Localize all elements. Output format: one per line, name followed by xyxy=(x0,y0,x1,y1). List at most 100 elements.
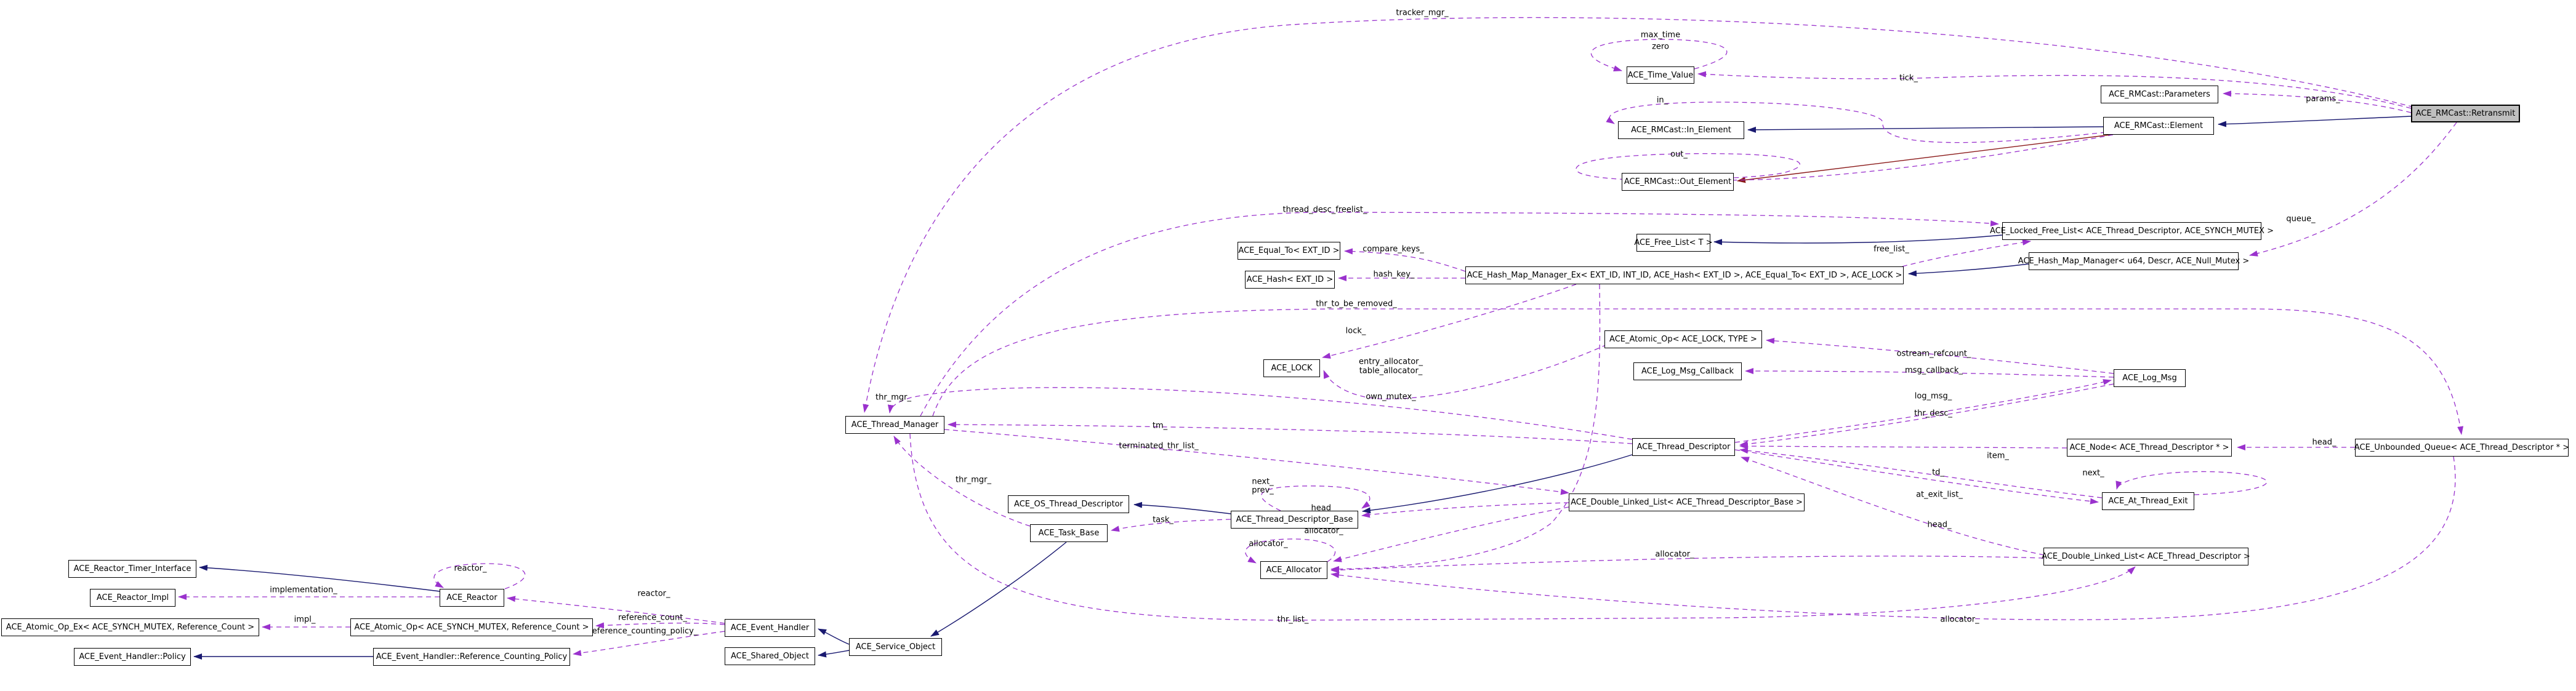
edge-dll_td-to-thread_descriptor-head_ xyxy=(1741,457,2045,556)
node-log_msg[interactable]: ACE_Log_Msg xyxy=(2114,369,2186,387)
edge-label-free_list_: free_list_ xyxy=(1874,244,1909,254)
node-thread_manager[interactable]: ACE_Thread_Manager xyxy=(845,416,944,434)
edge-label-head_: head_ xyxy=(2312,437,2337,447)
node-reactor[interactable]: ACE_Reactor xyxy=(440,589,504,607)
node-unbounded_queue[interactable]: ACE_Unbounded_Queue< ACE_Thread_Descript… xyxy=(2354,439,2569,457)
edge-label-reactor_: reactor_ xyxy=(637,589,670,599)
edge-label-table_allocator_: table_allocator_ xyxy=(1359,366,1423,376)
edge-label-zero: zero xyxy=(1652,42,1669,52)
edge-at_thread_exit-to-at_thread_exit-next_ xyxy=(2115,471,2268,495)
edge-dll_td-to-allocator-allocator_ xyxy=(1330,556,2044,573)
edge-label-thread_desc_freelist_: thread_desc_freelist_ xyxy=(1282,205,1367,215)
node-hash_map_manager_u64[interactable]: ACE_Hash_Map_Manager< u64, Descr, ACE_Nu… xyxy=(2018,252,2249,270)
edge-label-thr_list_: thr_list_ xyxy=(1277,615,1309,625)
edge-thread_descriptor-to-thread_manager-tm_ xyxy=(948,421,1633,444)
node-hash[interactable]: ACE_Hash< EXT_ID > xyxy=(1245,271,1335,289)
edge-label-tm_: tm_ xyxy=(1152,421,1168,431)
node-atomic_op_lock[interactable]: ACE_Atomic_Op< ACE_LOCK, TYPE > xyxy=(1604,330,1762,348)
edge-label-thr_desc_: thr_desc_ xyxy=(1914,409,1952,418)
edge-rmcast_element-to-rmcast_in_element-in_ xyxy=(1606,102,2106,143)
node-rmcast_out_element[interactable]: ACE_RMCast::Out_Element xyxy=(1622,173,1734,191)
node-dll_tdb[interactable]: ACE_Double_Linked_List< ACE_Thread_Descr… xyxy=(1569,493,1805,511)
node-retransmit[interactable]: ACE_RMCast::Retransmit xyxy=(2411,105,2520,122)
edge-hash_map_manager_u64-to-hash_map_manager_ex xyxy=(1908,263,2029,277)
node-equal_to[interactable]: ACE_Equal_To< EXT_ID > xyxy=(1238,242,1340,260)
edge-label-allocator_: allocator_ xyxy=(1655,549,1694,559)
edge-label-thr_mgr_: thr_mgr_ xyxy=(875,393,911,402)
edge-reactor-to-reactor-reactor_ xyxy=(433,563,526,589)
edge-label-params_: params_ xyxy=(2306,94,2340,104)
edge-service_object-to-shared_object xyxy=(818,650,850,658)
edge-label-td_: td_ xyxy=(1932,468,1944,477)
edge-hash_map_manager_ex-to-equal_to-compare_keys_ xyxy=(1344,248,1466,272)
edge-event_handler-to-atomic_op_sm-reference_count_ xyxy=(595,622,725,629)
node-task_base[interactable]: ACE_Task_Base xyxy=(1030,524,1108,542)
node-thread_descriptor[interactable]: ACE_Thread_Descriptor xyxy=(1632,438,1735,456)
node-rmcast_parameters[interactable]: ACE_RMCast::Parameters xyxy=(2101,86,2218,103)
edge-time_value-to-time_value-max_time-zero xyxy=(1590,39,1728,71)
edge-node_td-to-thread_descriptor-item_ xyxy=(1739,443,2067,450)
edge-label-log_msg_: log_msg_ xyxy=(1914,391,1952,401)
node-eh_ref_counting_policy[interactable]: ACE_Event_Handler::Reference_Counting_Po… xyxy=(373,648,570,666)
edge-label-allocator_: allocator_ xyxy=(1304,526,1343,536)
edge-at_thread_exit-to-thread_descriptor-td_ xyxy=(1739,447,2103,498)
edge-dll_tdb-to-thread_descriptor_base-head_ xyxy=(1361,502,1569,518)
edge-label-reference_count_: reference_count_ xyxy=(618,613,687,623)
edge-thread_descriptor-to-log_msg-log_msg_ xyxy=(1734,379,2112,443)
edge-label-compare_keys_: compare_keys_ xyxy=(1362,244,1424,254)
node-locked_free_list[interactable]: ACE_Locked_Free_List< ACE_Thread_Descrip… xyxy=(1990,222,2274,240)
node-reactor_timer_interface[interactable]: ACE_Reactor_Timer_Interface xyxy=(68,560,196,578)
node-hash_map_manager_ex[interactable]: ACE_Hash_Map_Manager_Ex< EXT_ID, INT_ID,… xyxy=(1465,266,1904,284)
edge-label-at_exit_list_: at_exit_list_ xyxy=(1916,490,1963,500)
edge-hash_map_manager_ex-to-locked_free_list-free_list_ xyxy=(1902,239,2031,267)
edge-label-next_: next_ xyxy=(2082,468,2104,478)
node-shared_object[interactable]: ACE_Shared_Object xyxy=(725,647,815,665)
edge-atomic_op_lock-to-ace_lock-own_mutex_ xyxy=(1323,344,1608,399)
node-ace_lock[interactable]: ACE_LOCK xyxy=(1263,359,1320,377)
node-free_list[interactable]: ACE_Free_List< T > xyxy=(1634,234,1713,252)
edge-label-out_: out_ xyxy=(1670,150,1688,159)
node-rmcast_in_element[interactable]: ACE_RMCast::In_Element xyxy=(1618,121,1744,139)
edge-label-tracker_mgr_: tracker_mgr_ xyxy=(1396,8,1449,18)
edge-label-ostream_refcount_: ostream_refcount_ xyxy=(1896,349,1971,359)
edge-allocator-to-allocator-allocator_ xyxy=(1245,538,1336,564)
node-rmcast_element[interactable]: ACE_RMCast::Element xyxy=(2103,117,2214,135)
edge-label-thr_mgr_: thr_mgr_ xyxy=(956,475,991,485)
edge-thread_descriptor-to-thread_descriptor_base xyxy=(1362,454,1633,514)
edge-rmcast_element-to-rmcast_out_element xyxy=(1737,134,2111,183)
edge-label-prev_: prev_ xyxy=(1252,485,1274,495)
node-atomic_op_ex_sm[interactable]: ACE_Atomic_Op_Ex< ACE_SYNCH_MUTEX, Refer… xyxy=(1,618,259,636)
node-dll_td[interactable]: ACE_Double_Linked_List< ACE_Thread_Descr… xyxy=(2042,548,2250,565)
node-node_td[interactable]: ACE_Node< ACE_Thread_Descriptor * > xyxy=(2067,439,2232,457)
node-eh_policy[interactable]: ACE_Event_Handler::Policy xyxy=(74,648,191,666)
edge-label-hash_key_: hash_key_ xyxy=(1373,270,1415,279)
edge-retransmit-to-hash_map_manager_u64-queue_ xyxy=(2249,122,2457,257)
edge-thread_descriptor_base-to-thread_descriptor_base-next_-prev_ xyxy=(1261,485,1371,511)
edge-label-entry_allocator_: entry_allocator_ xyxy=(1358,357,1423,367)
node-time_value[interactable]: ACE_Time_Value xyxy=(1627,66,1694,84)
edge-rmcast_element-to-rmcast_in_element xyxy=(1747,126,2104,133)
edge-label-own_mutex_: own_mutex_ xyxy=(1366,392,1416,402)
edge-label-in_: in_ xyxy=(1656,95,1668,105)
edge-label-next_: next_ xyxy=(1252,477,1274,487)
node-os_thread_descriptor[interactable]: ACE_OS_Thread_Descriptor xyxy=(1008,495,1129,513)
edge-label-tick_: tick_ xyxy=(1899,73,1918,83)
node-event_handler[interactable]: ACE_Event_Handler xyxy=(725,619,815,637)
edge-retransmit-to-thread_manager-tracker_mgr_ xyxy=(863,17,2414,413)
node-at_thread_exit[interactable]: ACE_At_Thread_Exit xyxy=(2102,492,2194,510)
edge-unbounded_queue-to-allocator-allocator_ xyxy=(1330,456,2456,620)
node-reactor_impl[interactable]: ACE_Reactor_Impl xyxy=(90,589,175,607)
edge-service_object-to-event_handler xyxy=(818,628,850,645)
node-service_object[interactable]: ACE_Service_Object xyxy=(849,638,942,656)
edge-log_msg-to-atomic_op_lock-ostream_refcount_ xyxy=(1766,337,2114,374)
edge-thread_manager-to-unbounded_queue-thr_to_be_removed_ xyxy=(932,308,2464,435)
node-atomic_op_sm[interactable]: ACE_Atomic_Op< ACE_SYNCH_MUTEX, Referenc… xyxy=(350,618,593,636)
edge-log_msg-to-log_msg_callback-msg_callback_ xyxy=(1745,368,2114,378)
node-thread_descriptor_base[interactable]: ACE_Thread_Descriptor_Base xyxy=(1231,511,1358,529)
edge-thread_descriptor_base-to-task_base-task_ xyxy=(1111,519,1231,532)
node-log_msg_callback[interactable]: ACE_Log_Msg_Callback xyxy=(1633,362,1742,380)
edge-label-msg_callback_: msg_callback_ xyxy=(1905,365,1963,375)
node-allocator[interactable]: ACE_Allocator xyxy=(1260,561,1327,579)
edge-thread_descriptor_base-to-os_thread_descriptor xyxy=(1133,501,1231,514)
